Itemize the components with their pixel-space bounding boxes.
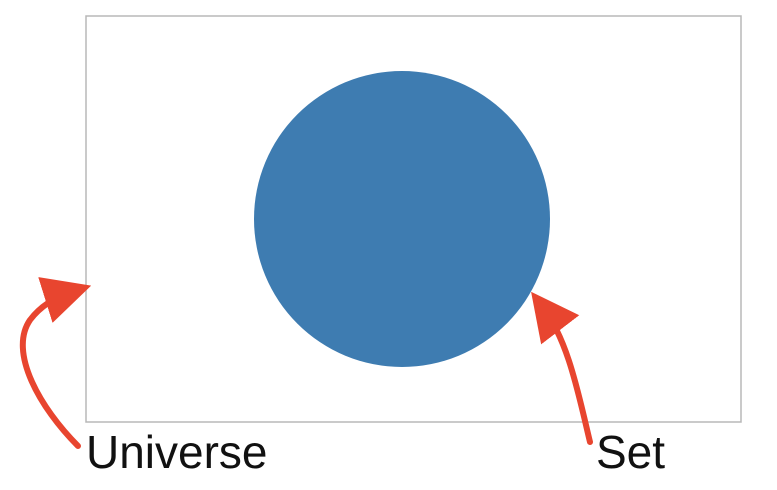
universe-rectangle <box>85 15 742 423</box>
universe-arrow <box>19 277 92 449</box>
set-arrow <box>531 291 593 445</box>
universe-label: Universe <box>86 426 268 478</box>
set-label: Set <box>596 426 665 478</box>
set-circle <box>254 71 550 367</box>
